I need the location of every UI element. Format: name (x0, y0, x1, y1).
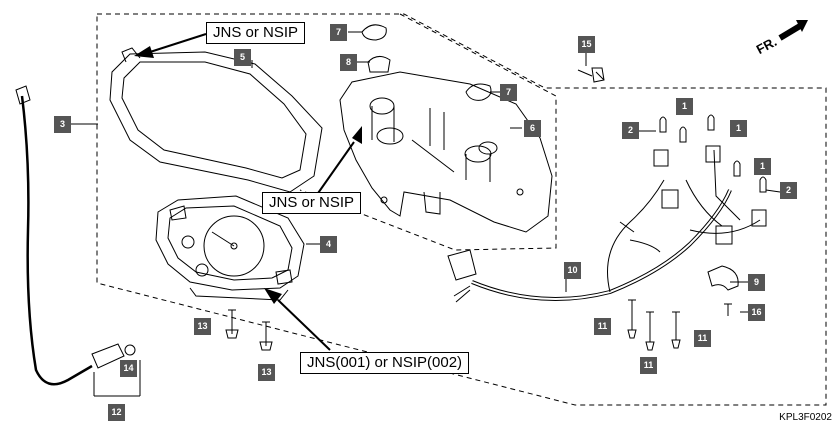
part-tag: 8 (340, 54, 357, 71)
wire-harness (447, 149, 761, 303)
part-tag: 11 (694, 330, 711, 347)
part-tag: 11 (594, 318, 611, 335)
meter-case (339, 71, 553, 233)
part-tag: 6 (524, 120, 541, 137)
part-tag: 2 (780, 182, 797, 199)
meter-assembly (155, 195, 305, 301)
part-tag: 7 (330, 24, 347, 41)
part-tag: 1 (730, 120, 747, 137)
part-tag: 13 (258, 364, 275, 381)
part-tag: 9 (748, 274, 765, 291)
part-tag: 1 (676, 98, 693, 115)
part-tag: 16 (748, 304, 765, 321)
part-tag: 15 (578, 36, 595, 53)
part-tag: 1 (754, 158, 771, 175)
part-tag: 11 (640, 357, 657, 374)
callout-top: JNS or NSIP (206, 22, 306, 44)
part-tag: 14 (120, 360, 137, 377)
speedometer-cable (20, 95, 93, 386)
part-tag: 13 (194, 318, 211, 335)
diagram-code: KPL3F0202 (779, 412, 832, 423)
meter-lens-cover (109, 47, 323, 193)
part-tag: 12 (108, 404, 125, 421)
part-tag: 4 (320, 236, 337, 253)
callout-bottom: JNS(001) or NSIP(002) (300, 352, 470, 374)
part-tag: 2 (622, 122, 639, 139)
part-tag: 10 (564, 262, 581, 279)
callout-middle: JNS or NSIP (262, 192, 362, 214)
part-tag: 3 (54, 116, 71, 133)
part-tag: 7 (500, 84, 517, 101)
part-tag: 5 (234, 49, 251, 66)
